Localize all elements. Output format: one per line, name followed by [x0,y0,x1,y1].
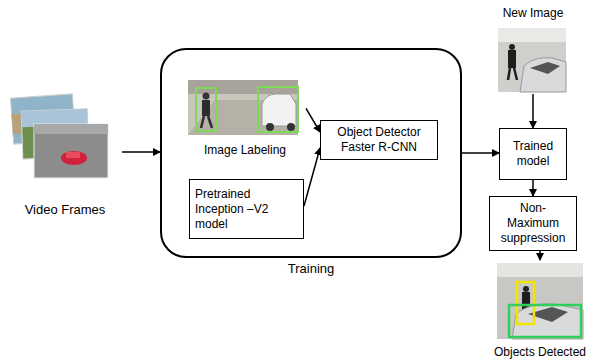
flow-arrow [304,148,320,206]
output-image: Objects Detected [488,260,592,360]
flow-arrow [532,180,534,196]
caption: Video Frames [8,202,122,217]
box-label: Pretrained Inception –V2 model [195,187,279,232]
labeled-image-picture [188,80,298,135]
process-box: Non-Maximum suppression [489,196,577,251]
image-stack: Video Frames [8,92,122,217]
flow-arrow [539,251,541,260]
box-label: Object Detector Faster R-CNN [321,125,437,155]
labeled-image: Image Labeling [184,78,306,158]
caption: New Image [495,6,571,21]
box-label: Trained model [505,139,561,169]
process-box: Object Detector Faster R-CNN [320,120,438,160]
new-image-picture [498,28,566,92]
flow-arrow [532,94,534,128]
flow-arrow [122,151,160,153]
input-image: New Image [495,6,571,94]
caption: Objects Detected [488,345,592,360]
detected-image-picture [497,263,583,339]
video-frames-picture [10,94,108,178]
training-group: TrainingImage LabelingPretrained Incepti… [160,48,462,258]
process-box: Trained model [499,128,567,180]
process-box: Pretrained Inception –V2 model [189,179,304,239]
box-label: Non-Maximum suppression [495,201,571,246]
caption: Image Labeling [184,143,306,158]
flow-arrow [462,152,499,154]
flow-arrow [306,108,320,132]
caption: Training [162,261,460,276]
